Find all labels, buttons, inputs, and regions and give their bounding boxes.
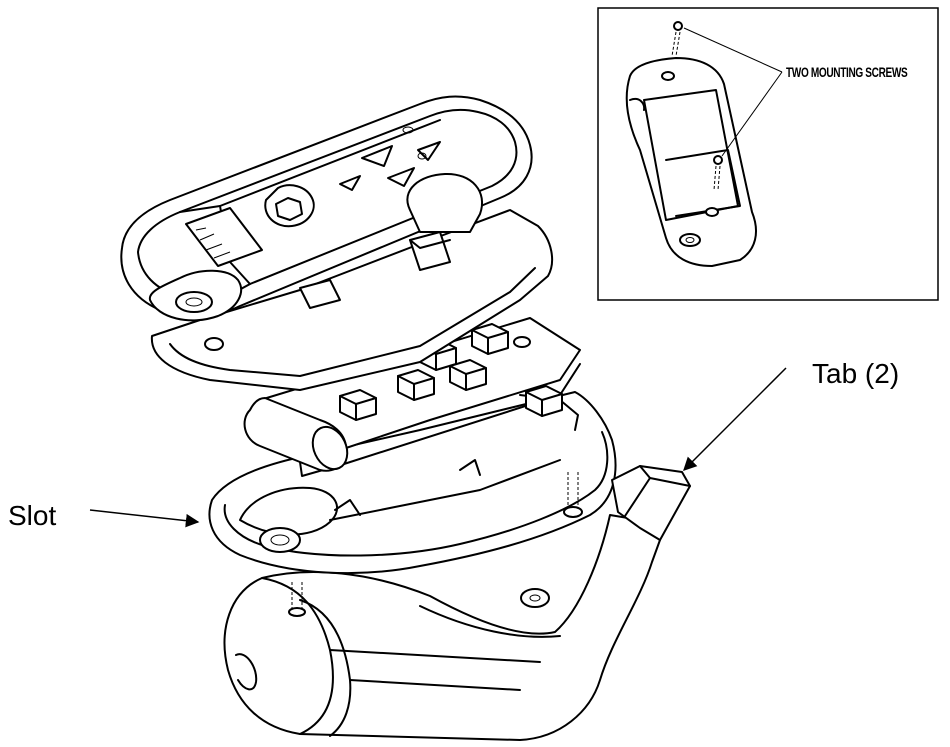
lower-housing-tray [208,391,617,575]
slot-arrow-icon [89,509,200,528]
gasket-frame [150,209,554,391]
tab-bracket [611,465,691,541]
top-cover [120,95,533,322]
inset-view [597,7,939,301]
slot-label: Slot [8,500,57,531]
bottom-base-shell [223,514,661,741]
callout-arrows [89,367,787,528]
tab-label: Tab (2) [812,358,900,389]
tab-arrow-icon [683,367,787,471]
circuit-board [243,317,581,477]
mounting-screws-label: TWO MOUNTING SCREWS [786,64,908,80]
